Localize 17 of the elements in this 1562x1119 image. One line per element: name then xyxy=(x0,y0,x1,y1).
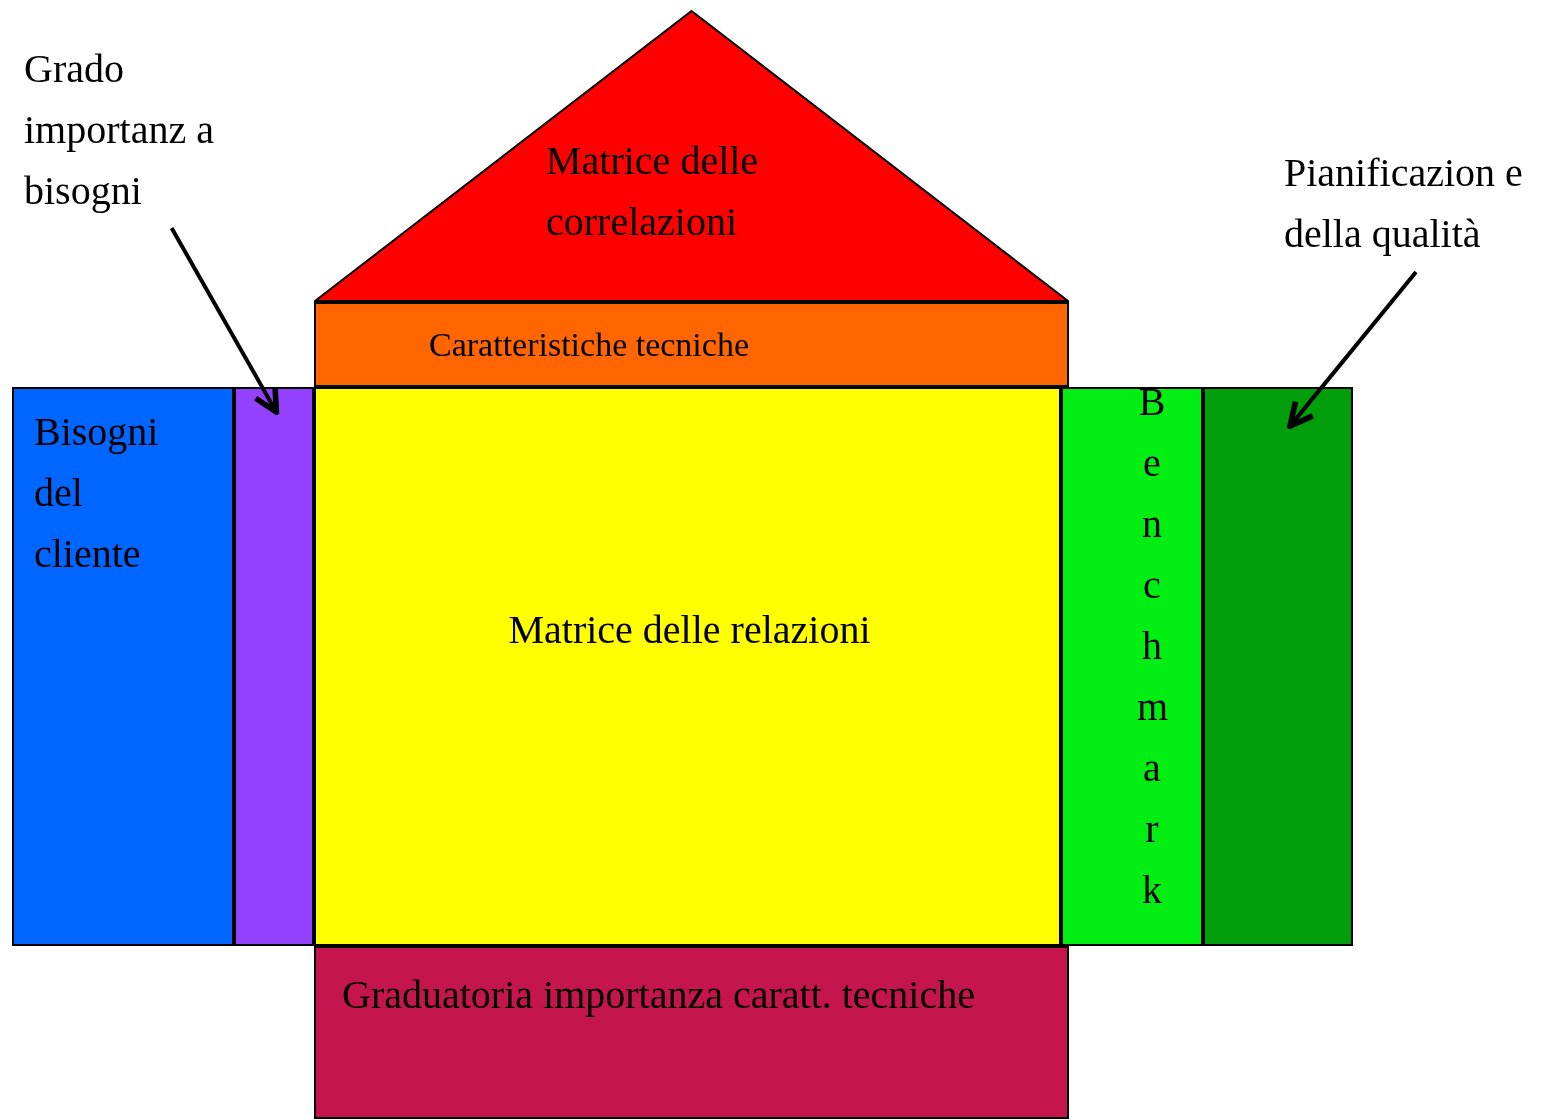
arrow xyxy=(169,227,280,415)
arrow xyxy=(1287,270,1418,429)
matrix-box xyxy=(314,387,1061,946)
band-label: Graduatoria importanza caratt. tecniche xyxy=(342,971,976,1019)
annotation-text: Grado importanz a bisogni xyxy=(24,45,215,215)
header-band xyxy=(314,302,1069,387)
column-box xyxy=(12,387,234,946)
roof-label: Matrice delle correlazioni xyxy=(546,137,760,246)
band-label: Caratteristiche tecniche xyxy=(429,325,750,365)
annotation-text: Pianificazion e della qualità xyxy=(1284,149,1524,258)
matrix-label: Matrice delle relazioni xyxy=(507,606,872,654)
column-box xyxy=(1061,387,1203,946)
vertical-label: Benchmark xyxy=(1137,378,1167,914)
column-box xyxy=(234,387,314,946)
footer-band xyxy=(314,946,1069,1119)
column-label: Bisogni del cliente xyxy=(34,408,160,578)
column-box xyxy=(1203,387,1353,946)
